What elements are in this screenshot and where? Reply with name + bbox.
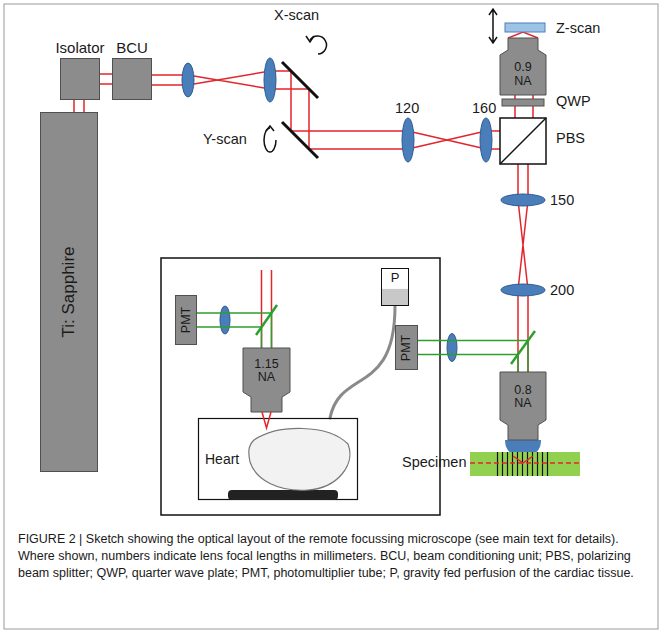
part-label: 150 [550,192,574,208]
beam-splitter-cube [500,118,546,164]
part-label: Z-scan [556,20,600,36]
perfusate [382,289,408,305]
node-text: P [391,270,400,285]
laser-box: Ti: Sapphire [40,112,98,472]
node-text: PMT [400,334,414,360]
beam-connector [418,341,528,373]
node-text: Ti: Sapphire [59,246,79,337]
objective: 1.15 NA [243,348,290,412]
pmt-box: PMT [395,325,418,370]
part-label: 160 [472,100,496,116]
objective: 0.8 NA [500,372,546,440]
z-scan-arrow [489,9,497,43]
lens [220,306,230,334]
lens [447,334,457,362]
node-text: 1.15 NA [252,358,282,384]
lens [182,63,194,97]
heart-outline [249,428,350,490]
part-label: Specimen [402,454,466,470]
tissue-bath [199,419,358,500]
objective-body [243,348,290,412]
inset-frame [161,258,440,515]
laser-beam [513,456,533,463]
part-label: 120 [395,100,419,116]
node-text: BCU [116,39,148,56]
laser-beam [408,131,486,149]
laser-beam [152,32,538,462]
beam-connector [330,306,395,418]
laser-beam [188,71,270,89]
figure-caption: FIGURE 2 | Sketch showing the optical la… [18,531,646,582]
part-label: X-scan [274,7,319,23]
laser-focus [262,412,271,428]
figure-frame [4,4,658,629]
objective-body [500,372,546,440]
beam-connector [100,74,112,84]
node-text: Isolator [55,39,104,56]
beam-connector [197,313,272,348]
x-scan-mirror [282,62,318,98]
part-label: PBS [556,130,585,146]
y-scan-mirror [282,122,318,158]
rotation-arrow [266,126,274,131]
lens [480,118,492,162]
objective: 0.9 NA [500,38,546,95]
rotation-arrow [264,128,276,152]
dichroic-mirror [511,331,535,364]
bath-base [228,490,338,500]
z-scan-mirror [505,23,545,32]
laser-beam [262,270,272,348]
part-label: 200 [550,282,574,298]
laser-beam [270,71,408,149]
beam-splitter-cube [500,118,546,164]
reservoir-wall [382,269,409,306]
heart-chamber: Heart [198,418,358,500]
specimen-fibres [495,452,550,476]
dichroic-mirror [256,305,277,335]
lens [501,284,545,296]
rotation-arrow [306,36,314,42]
lens [264,58,276,102]
beam-connector [74,100,84,112]
laser-beam [508,32,538,38]
node-text: Heart [205,451,239,467]
part-label: QWP [556,93,591,109]
specimen [470,452,580,476]
quarter-wave-plate [502,99,544,106]
lens [501,194,545,206]
objective-body [500,38,546,95]
part-label: Y-scan [203,131,247,147]
lens [402,118,414,162]
isolator-box: Isolator [60,58,100,100]
bcu-box: BCU [112,58,152,100]
node-text: PMT [179,307,193,333]
node-text: 0.8 NA [508,384,538,410]
perfusion-reservoir: P [381,268,409,306]
pmt-box: PMT [175,295,197,345]
lens [182,58,545,362]
node-text: 0.9 NA [508,61,538,87]
